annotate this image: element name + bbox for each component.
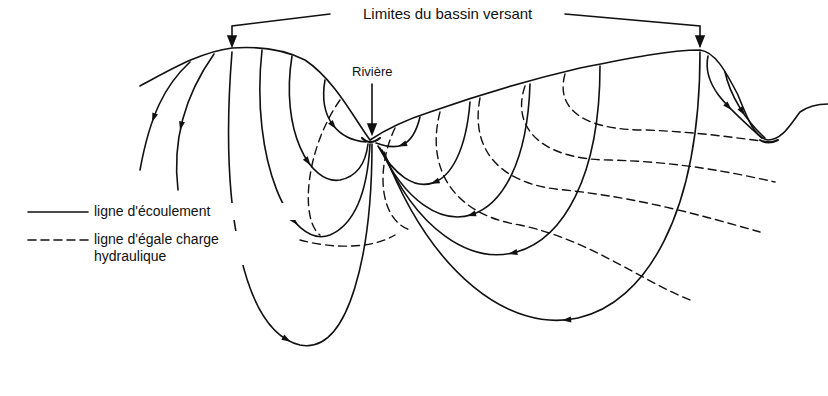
flow-arrowhead	[398, 140, 407, 146]
flow-line	[725, 72, 765, 138]
river-arrowhead	[368, 124, 376, 134]
legend-text: ligne d'égale charge hydraulique	[92, 231, 246, 265]
flow-arrowhead	[303, 156, 311, 165]
flow-arrowhead	[431, 178, 440, 184]
flow-arrowhead	[737, 106, 744, 115]
equipotential-line	[308, 100, 340, 235]
legend-text: ligne d'écoulement	[92, 203, 296, 220]
river-label: Rivière	[350, 64, 394, 80]
flow-arrowhead	[467, 211, 476, 217]
flow-line	[380, 84, 530, 217]
flow-arrowhead	[152, 112, 158, 121]
legend-solid-sample	[28, 211, 88, 213]
divide-arrowhead	[228, 36, 704, 46]
divide-label: Limites du bassin versant	[361, 5, 534, 23]
flow-arrowhead	[328, 120, 336, 129]
equipotential-line	[522, 86, 775, 182]
equipotential-line	[563, 74, 770, 142]
flow-arrowhead	[508, 249, 517, 255]
equipotential-line	[436, 112, 690, 300]
equipotential-line	[383, 128, 410, 230]
ground-surface	[140, 48, 828, 141]
flow-line	[177, 54, 214, 190]
equipotential-line	[300, 235, 395, 246]
flow-arrowhead	[562, 316, 571, 322]
flow-arrowhead	[179, 121, 185, 130]
flow-line	[382, 66, 600, 255]
flow-arrowhead	[281, 335, 290, 342]
flow-line	[324, 80, 366, 142]
equipotential-line	[478, 98, 760, 232]
flow-line	[229, 52, 372, 346]
flow-line	[140, 62, 190, 170]
flow-arrowhead	[723, 101, 731, 110]
legend-dashed-sample	[28, 239, 88, 241]
flow-line	[376, 117, 420, 147]
